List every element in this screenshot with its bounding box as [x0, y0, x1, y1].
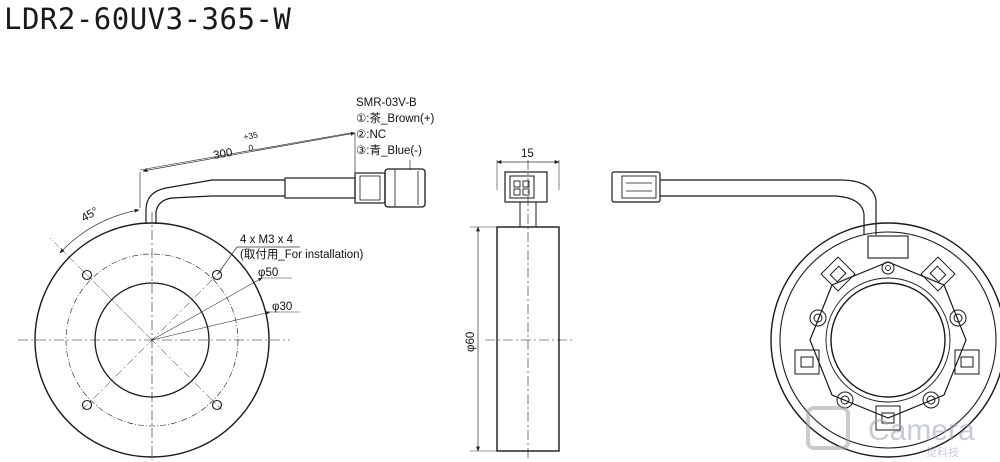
dia-leaders [151, 277, 300, 341]
side-view [470, 160, 572, 460]
cable-length-value: 300 [212, 147, 233, 162]
thickness-label: 15 [521, 148, 534, 160]
connector-pin1: ①:茶_Brown(+) [356, 112, 435, 125]
screw-spec: 4 x M3 x 4 [240, 234, 294, 246]
mount-hole-tr [211, 269, 223, 281]
side-dia-label: φ60 [465, 332, 477, 352]
front-outer-ring [34, 222, 270, 458]
dim-cable-length [139, 131, 356, 208]
angle-label: 45° [80, 206, 101, 225]
connector-pin3: ③:青_Blue(-) [356, 144, 422, 157]
connector-model: SMR-03V-B [356, 97, 417, 109]
screw-note: (取付用_For installation) [240, 248, 364, 261]
mount-hole-br [211, 399, 223, 411]
watermark-brand: Camera [868, 414, 975, 447]
inner-dia-label: φ30 [272, 301, 292, 313]
mount-hole-bl [81, 399, 93, 411]
cable-tol-minus: 0 [248, 142, 255, 153]
outer-dia-label: φ50 [258, 267, 278, 279]
page-title: LDR2-60UV3-365-W [4, 2, 292, 36]
front-view [18, 132, 426, 460]
watermark: Camera 觉科技 [806, 406, 975, 459]
dim-angle [49, 208, 153, 341]
mount-hole-tl [81, 269, 93, 281]
screw-leader [216, 246, 300, 276]
watermark-sub: 觉科技 [926, 445, 959, 459]
cable-tol-plus: +35 [243, 130, 259, 142]
connector-pin2: ②:NC [356, 129, 386, 141]
back-view [611, 171, 1000, 458]
